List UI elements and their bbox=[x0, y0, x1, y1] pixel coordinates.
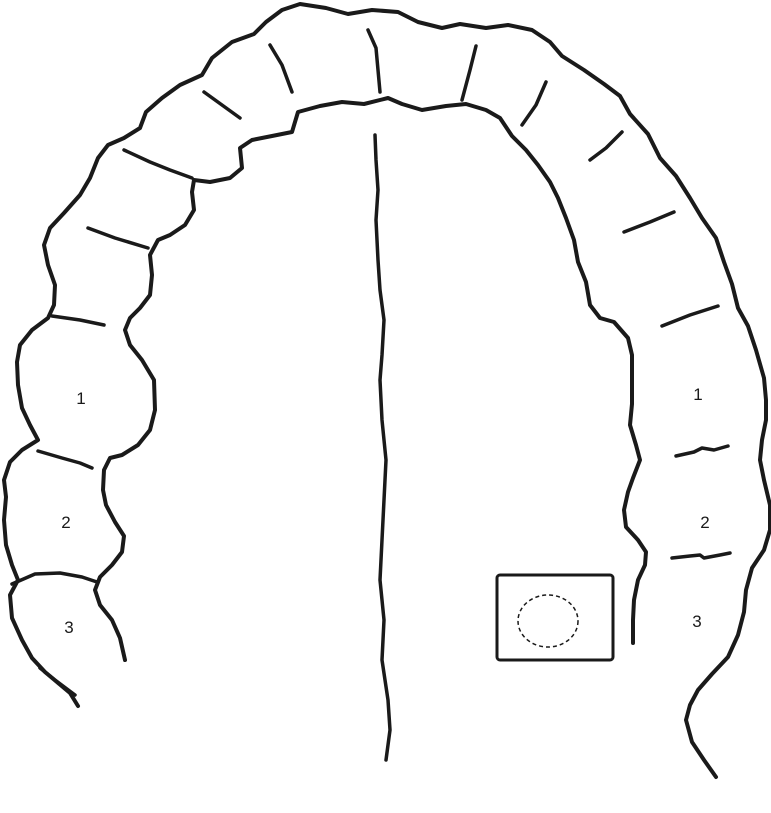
tooth-divider-left-c bbox=[202, 90, 242, 120]
tooth-divider-left-0-1 bbox=[50, 314, 106, 327]
tooth-divider-right-a bbox=[622, 210, 676, 234]
arch-outer-outline bbox=[2, 2, 771, 779]
tooth-divider-left-1-2 bbox=[36, 449, 94, 470]
implant-site-marker bbox=[495, 573, 615, 662]
tooth-divider-right-c bbox=[520, 80, 548, 127]
tooth-divider-right-d bbox=[460, 44, 478, 102]
tooth-divider-left-2-3 bbox=[10, 571, 99, 586]
tooth-divider-right-1-2 bbox=[674, 444, 730, 458]
tooth-divider-left-3-4 bbox=[38, 666, 77, 697]
arch-inner-outline bbox=[93, 96, 648, 662]
left-molar-label-3: 3 bbox=[64, 618, 73, 637]
tooth-divider-right-2-3 bbox=[670, 551, 732, 560]
marker-rectangle bbox=[495, 573, 615, 662]
left-molar-label-2: 2 bbox=[61, 513, 70, 532]
tooth-divider-center bbox=[366, 28, 382, 94]
left-molar-label-1: 1 bbox=[76, 389, 85, 408]
tooth-divider-left-a bbox=[86, 226, 150, 250]
tooth-divider-right-0-1 bbox=[660, 304, 720, 328]
right-molar-label-2: 2 bbox=[700, 513, 709, 532]
right-molar-label-3: 3 bbox=[692, 612, 701, 631]
tooth-divider-right-b bbox=[588, 130, 624, 162]
palatal-midline bbox=[373, 133, 392, 762]
tooth-divider-left-d bbox=[268, 43, 294, 94]
marker-dashed-circle bbox=[517, 594, 579, 648]
tooth-divider-left-b bbox=[122, 148, 194, 180]
right-molar-label-1: 1 bbox=[693, 385, 702, 404]
